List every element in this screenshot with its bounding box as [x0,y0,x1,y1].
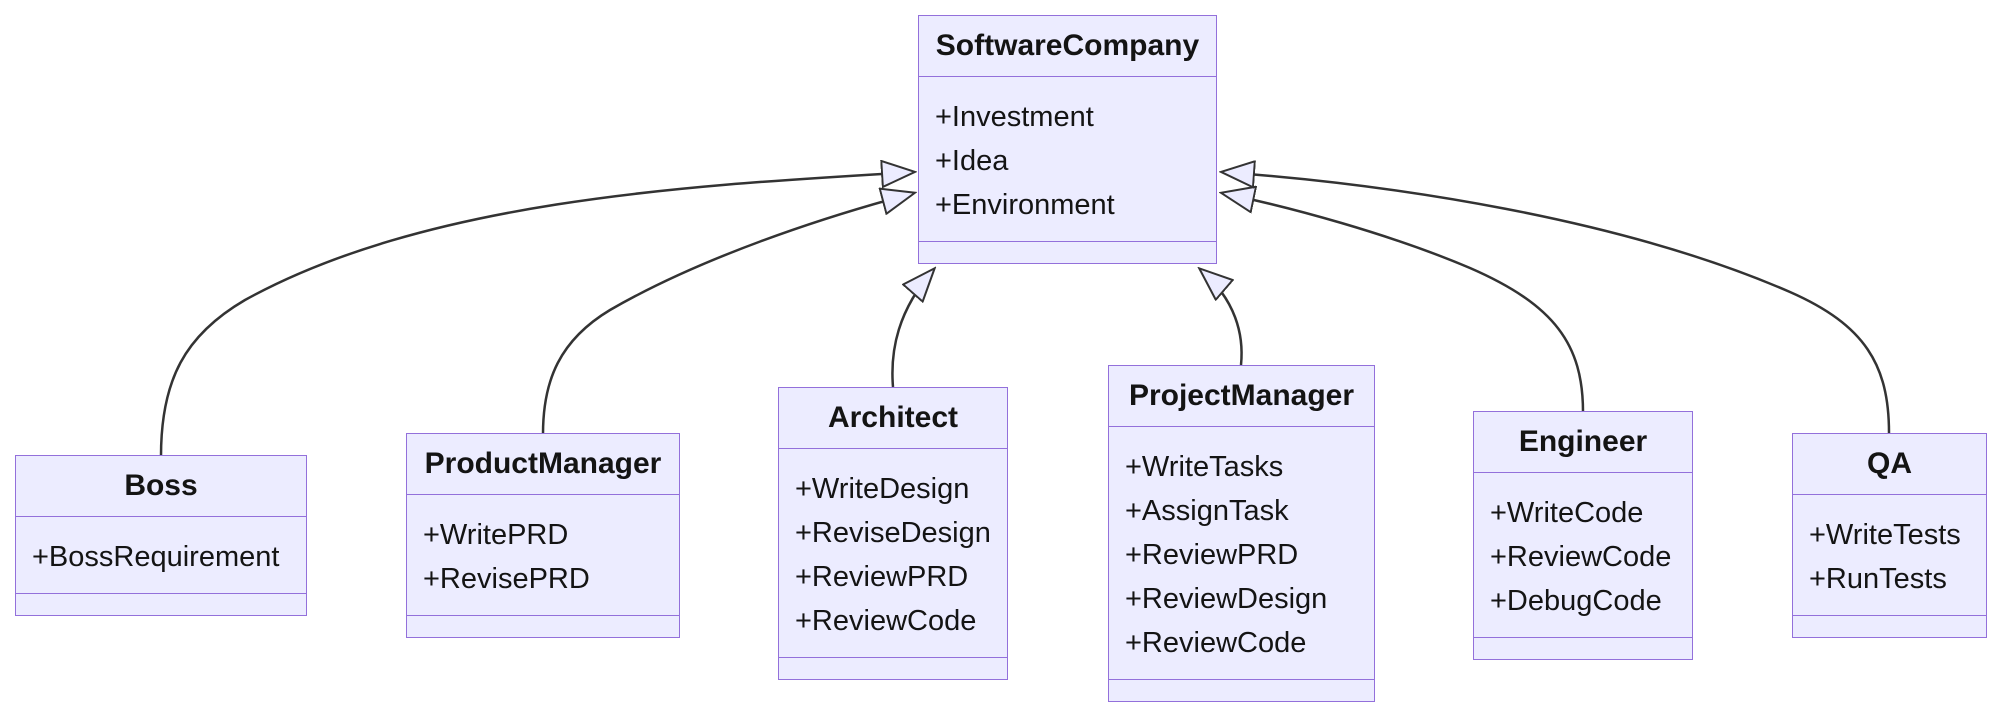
edge-qa-to-softwarecompany [1222,172,1891,434]
class-node-engineer: Engineer +WriteCode +ReviewCode +DebugCo… [1473,411,1693,660]
class-member: +Investment [935,101,1094,133]
class-title: ProductManager [407,434,679,495]
class-member: +ReviewDesign [1125,583,1328,615]
class-members: +WritePRD +RevisePRD [407,495,679,616]
class-member: +ReviewPRD [1125,539,1299,571]
class-member: +ReviewCode [795,605,977,637]
class-title: Architect [779,388,1007,449]
class-member: +RevisePRD [423,563,590,595]
class-methods-empty [779,658,1007,679]
class-title: QA [1793,434,1986,495]
class-member: +ReviewPRD [795,561,969,593]
class-member: +ReviewCode [1490,541,1672,573]
class-methods-empty [1109,680,1374,701]
edge-engineer-to-softwarecompany [1222,193,1585,413]
class-members: +BossRequirement [16,517,306,594]
class-member: +RunTests [1809,563,1947,595]
class-methods-empty [407,616,679,637]
class-title: Engineer [1474,412,1692,473]
class-node-qa: QA +WriteTests +RunTests [1792,433,1987,638]
class-member: +WritePRD [423,519,569,551]
class-member: +WriteTests [1809,519,1961,551]
class-members: +Investment +Idea +Environment [919,77,1216,242]
class-member: +AssignTask [1125,495,1289,527]
class-members: +WriteDesign +ReviseDesign +ReviewPRD +R… [779,449,1007,658]
class-member: +ReviewCode [1125,627,1307,659]
class-member: +WriteCode [1490,497,1644,529]
class-node-boss: Boss +BossRequirement [15,455,307,616]
class-title: SoftwareCompany [919,16,1216,77]
edge-architect-to-softwarecompany [891,269,934,388]
class-member: +WriteTasks [1125,451,1284,483]
class-member: +Environment [935,189,1115,221]
class-members: +WriteTests +RunTests [1793,495,1986,616]
class-member: +WriteDesign [795,473,970,505]
edge-productmanager-to-softwarecompany [541,193,914,435]
class-title: ProjectManager [1109,366,1374,427]
class-node-productmanager: ProductManager +WritePRD +RevisePRD [406,433,680,638]
class-members: +WriteCode +ReviewCode +DebugCode [1474,473,1692,638]
class-member: +Idea [935,145,1009,177]
class-member: +ReviseDesign [795,517,991,549]
edge-projectmanager-to-softwarecompany [1200,269,1243,366]
class-methods-empty [16,594,306,615]
class-member: +BossRequirement [32,541,280,573]
class-members: +WriteTasks +AssignTask +ReviewPRD +Revi… [1109,427,1374,680]
class-member: +DebugCode [1490,585,1662,617]
class-methods-empty [919,242,1216,263]
class-methods-empty [1793,616,1986,637]
class-title: Boss [16,456,306,517]
class-node-architect: Architect +WriteDesign +ReviseDesign +Re… [778,387,1008,680]
class-node-projectmanager: ProjectManager +WriteTasks +AssignTask +… [1108,365,1375,702]
class-node-softwarecompany: SoftwareCompany +Investment +Idea +Envir… [918,15,1217,264]
edge-boss-to-softwarecompany [159,172,914,457]
class-methods-empty [1474,638,1692,659]
